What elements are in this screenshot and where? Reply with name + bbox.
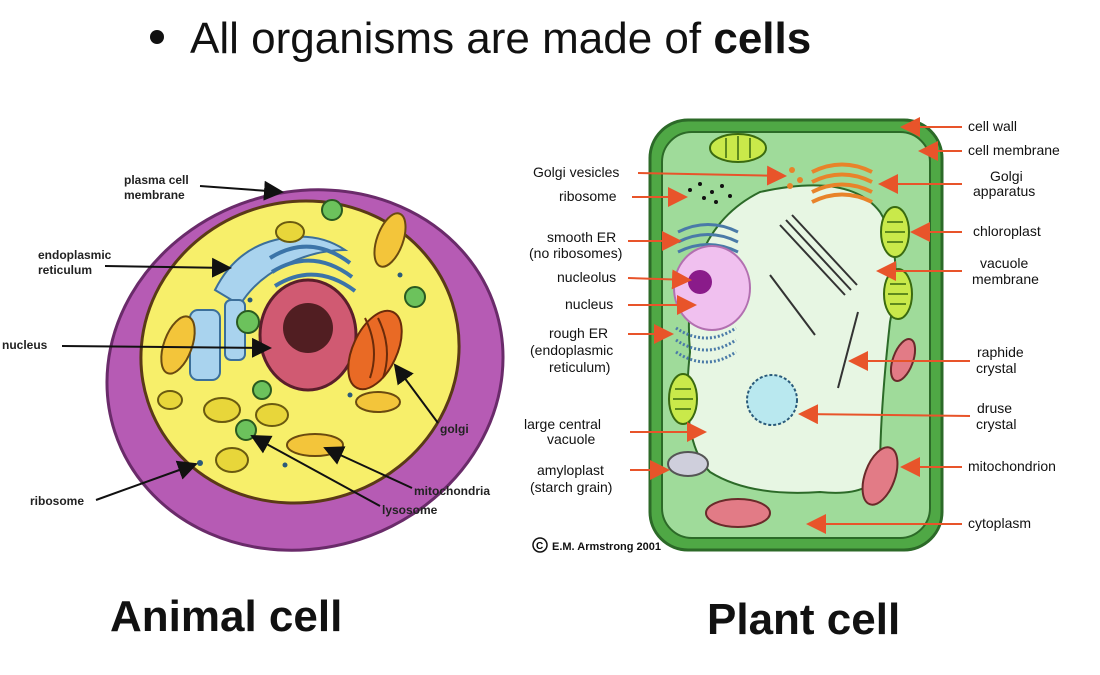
label-chloroplast: chloroplast bbox=[973, 223, 1041, 239]
plant-cell-diagram: Golgi vesicles ribosome smooth ER (no ri… bbox=[524, 117, 1060, 553]
label-nucleus-plant: nucleus bbox=[565, 296, 613, 312]
label-apparatus: apparatus bbox=[973, 183, 1035, 199]
plant-chloroplast-lines bbox=[673, 136, 908, 410]
label-vacuole-membrane: membrane bbox=[972, 271, 1039, 287]
label-vacuole: vacuole bbox=[547, 431, 595, 447]
plant-ribosomes bbox=[688, 182, 732, 204]
plant-nucleolus bbox=[688, 270, 712, 294]
plant-druse-crystal bbox=[746, 374, 798, 426]
label-nucleus: nucleus bbox=[2, 338, 48, 352]
label-plasma-cell: plasma cell bbox=[124, 173, 189, 187]
label-membrane: membrane bbox=[124, 188, 185, 202]
label-golgi-plant: Golgi bbox=[990, 168, 1023, 184]
label-crystal-2: crystal bbox=[976, 416, 1016, 432]
animal-golgi bbox=[347, 309, 403, 391]
plant-nucleus bbox=[673, 245, 751, 331]
label-druse: druse bbox=[977, 400, 1012, 416]
title-prefix: All organisms are made of bbox=[190, 14, 714, 63]
plant-rough-er bbox=[675, 326, 737, 364]
copyright-text: E.M. Armstrong 2001 bbox=[552, 541, 661, 553]
plant-cell-caption: Plant cell bbox=[707, 595, 901, 644]
plant-vacuole bbox=[686, 184, 897, 494]
label-rough-er: rough ER bbox=[549, 325, 608, 341]
animal-lysosomes bbox=[235, 199, 426, 441]
animal-nucleolus bbox=[283, 303, 333, 353]
label-mitochondrion: mitochondrion bbox=[968, 458, 1056, 474]
label-endoplasmic: endoplasmic bbox=[38, 248, 112, 262]
copyright-symbol: C bbox=[536, 541, 543, 552]
label-golgi: golgi bbox=[440, 422, 469, 436]
label-large-central: large central bbox=[524, 416, 601, 432]
label-cytoplasm: cytoplasm bbox=[968, 515, 1031, 531]
slide-title: All organisms are made of cells bbox=[150, 14, 811, 64]
plant-golgi bbox=[811, 162, 873, 204]
animal-ribosomes bbox=[197, 272, 403, 468]
label-endoplasmic-plant: (endoplasmic bbox=[530, 342, 613, 358]
label-golgi-vesicles: Golgi vesicles bbox=[533, 164, 619, 180]
plant-smooth-er bbox=[677, 223, 739, 254]
label-cell-wall: cell wall bbox=[968, 118, 1017, 134]
animal-cell-caption: Animal cell bbox=[110, 592, 343, 641]
animal-golgi-stack bbox=[268, 244, 357, 293]
animal-cell-diagram: plasma cell membrane endoplasmic reticul… bbox=[2, 173, 505, 552]
label-lysosome: lysosome bbox=[382, 503, 438, 517]
plant-mitochondria bbox=[705, 338, 917, 528]
label-reticulum-plant: reticulum) bbox=[549, 359, 610, 375]
label-no-ribosomes: (no ribosomes) bbox=[529, 245, 622, 261]
label-ribosome: ribosome bbox=[30, 494, 84, 508]
title-bold: cells bbox=[713, 14, 812, 63]
label-reticulum: reticulum bbox=[38, 263, 92, 277]
label-amyloplast: amyloplast bbox=[537, 462, 604, 478]
animal-er bbox=[189, 235, 349, 381]
animal-vesicles bbox=[157, 221, 305, 473]
label-raphide: raphide bbox=[977, 344, 1024, 360]
label-nucleolus: nucleolus bbox=[557, 269, 616, 285]
label-mitochondria: mitochondria bbox=[414, 484, 490, 498]
plant-golgi-vesicles bbox=[787, 167, 803, 189]
label-vacuole-top: vacuole bbox=[980, 255, 1028, 271]
bullet-icon bbox=[150, 30, 164, 45]
label-starch-grain: (starch grain) bbox=[530, 479, 612, 495]
copyright-icon bbox=[532, 537, 548, 553]
label-ribosome-plant: ribosome bbox=[559, 188, 617, 204]
label-smooth-er: smooth ER bbox=[547, 229, 616, 245]
plant-raphide-crystals bbox=[769, 214, 859, 389]
label-cell-membrane: cell membrane bbox=[968, 142, 1060, 158]
label-crystal-1: crystal bbox=[976, 360, 1016, 376]
plant-amyloplast bbox=[667, 451, 709, 477]
